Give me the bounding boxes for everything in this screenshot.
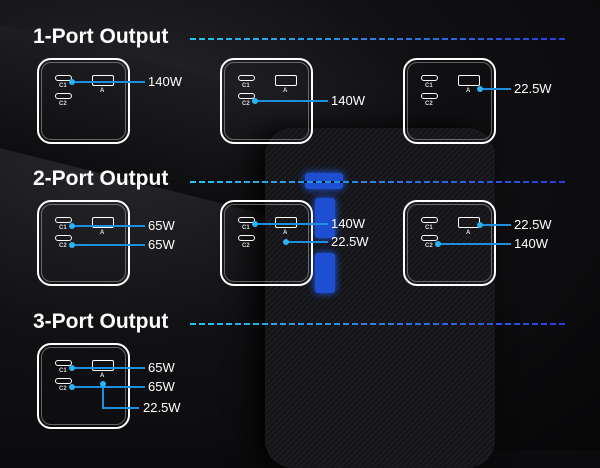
usb-a-port-icon — [275, 75, 297, 86]
usb-glow — [315, 253, 335, 293]
section-title: 1-Port Output — [33, 25, 169, 48]
connector-line — [72, 367, 145, 369]
wattage-label: 22.5W — [514, 217, 552, 232]
port-label: C2 — [59, 386, 67, 392]
usb-c-port-icon — [421, 93, 438, 99]
usb-c-port-icon — [421, 217, 438, 223]
usb-c-port-icon — [421, 235, 438, 241]
port-config-box: C1 C2 A 65W 65W — [37, 200, 175, 286]
charger-image — [265, 128, 495, 468]
connector-line — [72, 244, 145, 246]
usb-a-port-icon — [92, 217, 114, 228]
port-label: C1 — [59, 368, 67, 374]
port-config-box: C1 C2 A 65W 65W 22.5W — [37, 343, 181, 429]
connector-dot — [100, 381, 106, 387]
usb-c-port-icon — [55, 360, 72, 366]
connector-line — [72, 225, 145, 227]
dashed-divider — [190, 323, 568, 325]
wattage-label: 140W — [331, 93, 365, 108]
wattage-label: 140W — [331, 216, 365, 231]
wattage-label: 22.5W — [143, 400, 181, 415]
port-label: C2 — [59, 243, 67, 249]
port-label: A — [466, 230, 471, 236]
wattage-label: 65W — [148, 379, 175, 394]
wattage-label: 65W — [148, 237, 175, 252]
port-label: C2 — [425, 101, 433, 107]
connector-line — [102, 383, 104, 407]
wattage-label: 140W — [514, 236, 548, 251]
connector-dot — [283, 239, 289, 245]
connector-line — [480, 224, 511, 226]
usb-a-port-icon — [92, 75, 114, 86]
port-label: C1 — [59, 225, 67, 231]
wattage-label: 65W — [148, 218, 175, 233]
connector-line — [72, 386, 145, 388]
port-label: C2 — [242, 243, 250, 249]
connector-dot — [69, 384, 75, 390]
connector-dot — [69, 365, 75, 371]
connector-dot — [252, 98, 258, 104]
usb-c-port-icon — [55, 217, 72, 223]
usb-a-port-icon — [275, 217, 297, 228]
connector-line — [286, 241, 328, 243]
connector-dot — [252, 221, 258, 227]
port-label: C1 — [242, 225, 250, 231]
dashed-divider — [190, 38, 568, 40]
connector-line — [102, 407, 139, 409]
port-config-box: C1 C2 A 22.5W — [403, 58, 552, 144]
usb-c-port-icon — [238, 235, 255, 241]
port-label: C1 — [425, 83, 433, 89]
wattage-label: 140W — [148, 74, 182, 89]
connector-dot — [69, 223, 75, 229]
connector-dot — [477, 222, 483, 228]
usb-c-port-icon — [421, 75, 438, 81]
port-label: C1 — [242, 83, 250, 89]
usb-c-port-icon — [55, 235, 72, 241]
usb-a-port-icon — [92, 360, 114, 371]
usb-c-port-icon — [238, 75, 255, 81]
port-config-box: C1 C2 A 22.5W 140W — [403, 200, 552, 286]
usb-c-port-icon — [238, 93, 255, 99]
section-title: 2-Port Output — [33, 167, 169, 190]
usb-c-port-icon — [238, 217, 255, 223]
port-label: C1 — [59, 83, 67, 89]
usb-glow — [315, 198, 335, 238]
port-config-box: C1 C2 A 140W 22.5W — [220, 200, 369, 286]
connector-dot — [69, 242, 75, 248]
port-config-box: C1 C2 A 140W — [37, 58, 182, 144]
usb-c-port-icon — [55, 75, 72, 81]
port-config-box: C1 C2 A 140W — [220, 58, 365, 144]
port-label: A — [283, 230, 288, 236]
connector-dot — [435, 241, 441, 247]
connector-line — [72, 81, 145, 83]
usb-a-port-icon — [458, 75, 480, 86]
port-label: C2 — [242, 101, 250, 107]
port-label: A — [100, 230, 105, 236]
connector-dot — [69, 79, 75, 85]
connector-line — [255, 223, 328, 225]
port-label: A — [100, 373, 105, 379]
wattage-label: 22.5W — [514, 81, 552, 96]
port-label: A — [100, 88, 105, 94]
port-label: C1 — [425, 225, 433, 231]
wattage-label: 22.5W — [331, 234, 369, 249]
connector-dot — [477, 86, 483, 92]
port-label: C2 — [425, 243, 433, 249]
usb-c-port-icon — [55, 93, 72, 99]
dashed-divider — [190, 181, 568, 183]
connector-line — [480, 88, 511, 90]
port-label: A — [466, 88, 471, 94]
connector-line — [438, 243, 511, 245]
port-label: A — [283, 88, 288, 94]
port-label: C2 — [59, 101, 67, 107]
usb-c-port-icon — [55, 378, 72, 384]
connector-line — [255, 100, 328, 102]
section-title: 3-Port Output — [33, 310, 169, 333]
wattage-label: 65W — [148, 360, 175, 375]
